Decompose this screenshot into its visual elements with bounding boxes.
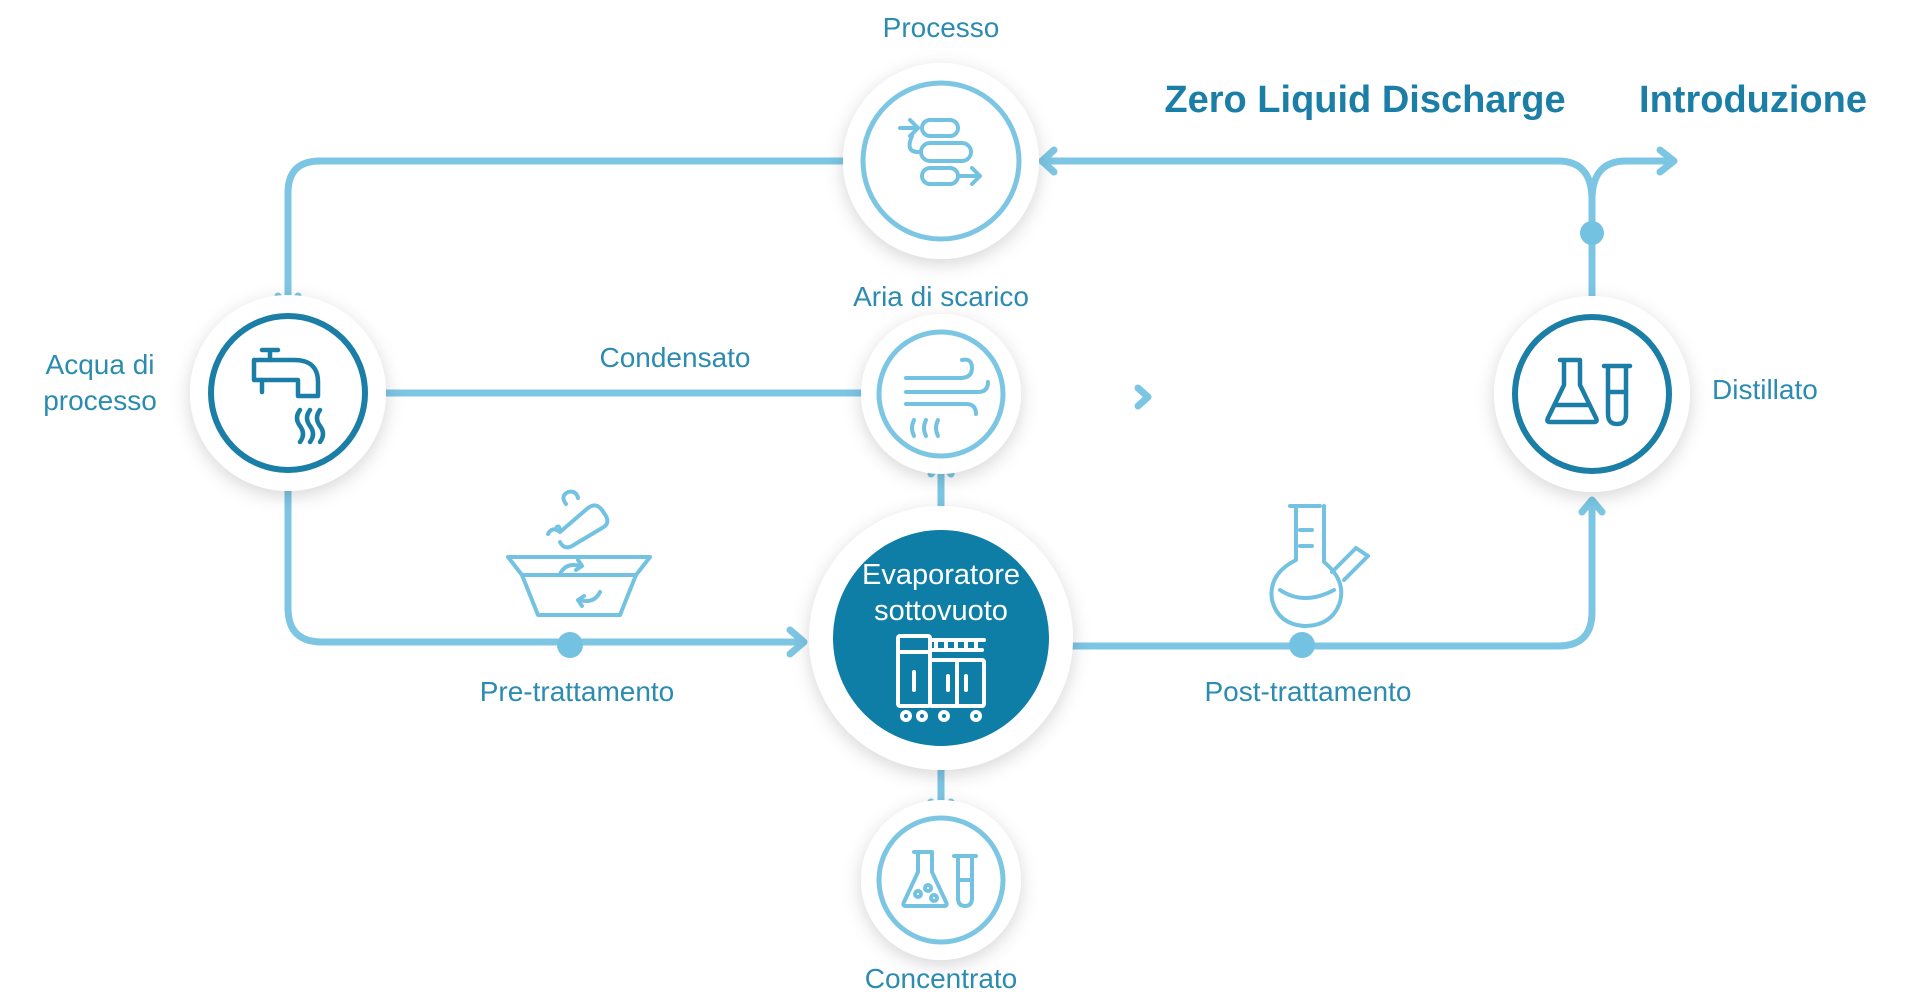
page-title: Zero Liquid Discharge: [1164, 79, 1565, 121]
tap-water-icon: [251, 347, 326, 445]
dot-distillato-line: [1580, 221, 1604, 245]
pre-trattamento-label: Pre-trattamento: [480, 676, 675, 707]
node-processo: Processo: [843, 12, 1039, 259]
evaporatore-label-line2: sottovuoto: [874, 595, 1008, 627]
distillato-label: Distillato: [1712, 374, 1818, 405]
concentrato-label: Concentrato: [865, 963, 1018, 994]
acqua-di-processo-label-line2: processo: [43, 385, 157, 416]
arrow-left-processo: [1038, 146, 1058, 176]
flow-processo-to-acqua: [284, 157, 864, 304]
flow-branch-out: [1588, 157, 1674, 204]
flow-distillato-to-processo: [1044, 157, 1596, 204]
flow-acqua-to-evaporatore: [284, 464, 799, 646]
flask-testtube-icon: [1545, 357, 1633, 427]
arrow-right-evaporatore: [786, 626, 808, 658]
dot-post-trattamento: [1289, 632, 1315, 658]
process-flow-icon: [898, 118, 982, 186]
arrow-up-distillato: [1578, 496, 1606, 516]
node-acqua-ring: [208, 313, 368, 473]
node-evaporatore: Evaporatore sottovuoto: [809, 506, 1073, 770]
evaporatore-label-line1: Evaporatore: [862, 559, 1020, 591]
introduzione-link[interactable]: Introduzione: [1639, 79, 1867, 121]
aria-di-scarico-label: Aria di scarico: [853, 281, 1029, 312]
basin-chemicals-icon: [506, 489, 652, 617]
arrow-right-out: [1656, 146, 1678, 176]
round-flask-icon: [1269, 504, 1370, 628]
post-trattamento-label: Post-trattamento: [1205, 676, 1412, 707]
processo-label: Processo: [883, 12, 1000, 43]
flask-testtube-icon-concentrato: [901, 850, 978, 908]
node-distillato: Distillato: [1494, 296, 1818, 492]
node-concentrato: Concentrato: [861, 800, 1021, 994]
node-acqua-di-processo: Acqua di processo: [43, 295, 386, 491]
condensato-label: Condensato: [599, 342, 750, 373]
acqua-di-processo-label-line1: Acqua di: [46, 349, 155, 380]
dot-pre-trattamento: [557, 632, 583, 658]
wind-icon: [904, 357, 990, 438]
flow-evaporatore-to-distillato: [1042, 501, 1596, 650]
arrow-right-exhaust: [1134, 384, 1152, 410]
evaporator-machine-icon: [896, 634, 986, 722]
node-aria-di-scarico: Aria di scarico: [853, 281, 1029, 474]
flow-lines: [284, 157, 1674, 809]
node-concentrato-ring: [876, 815, 1006, 945]
node-distillato-ring: [1512, 314, 1672, 474]
